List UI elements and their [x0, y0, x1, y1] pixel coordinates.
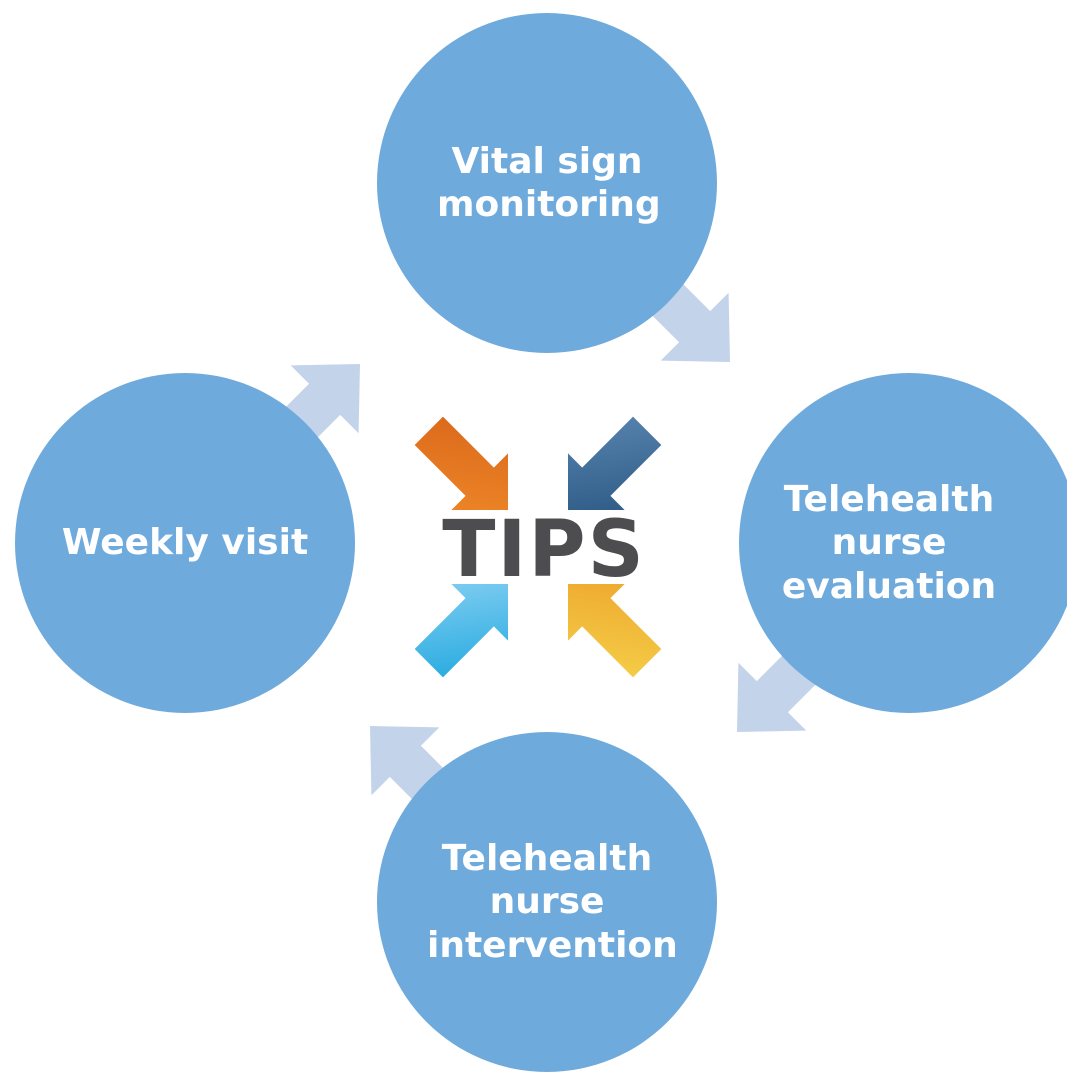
node-label: Vital sign monitoring	[437, 140, 661, 225]
node-weekly-visit: Weekly visit	[15, 373, 355, 713]
logo-arrow-lightblue-icon	[414, 584, 508, 678]
node-telehealth-nurse-evaluation: Telehealth nurse evaluation	[739, 373, 1067, 713]
node-label: Weekly visit	[61, 522, 309, 564]
node-vital-sign-monitoring: Vital sign monitoring	[377, 13, 717, 353]
logo-arrow-yellow-icon	[568, 584, 662, 678]
logo-arrow-navy-icon	[568, 416, 662, 510]
tips-logo: TIPS	[414, 416, 662, 678]
node-label: Telehealth nurse evaluation	[781, 479, 997, 607]
logo-arrow-orange-icon	[414, 416, 508, 510]
node-label: Telehealth nurse intervention	[427, 838, 678, 966]
node-telehealth-nurse-intervention: Telehealth nurse intervention	[377, 732, 717, 1072]
logo-text: TIPS	[442, 505, 646, 595]
